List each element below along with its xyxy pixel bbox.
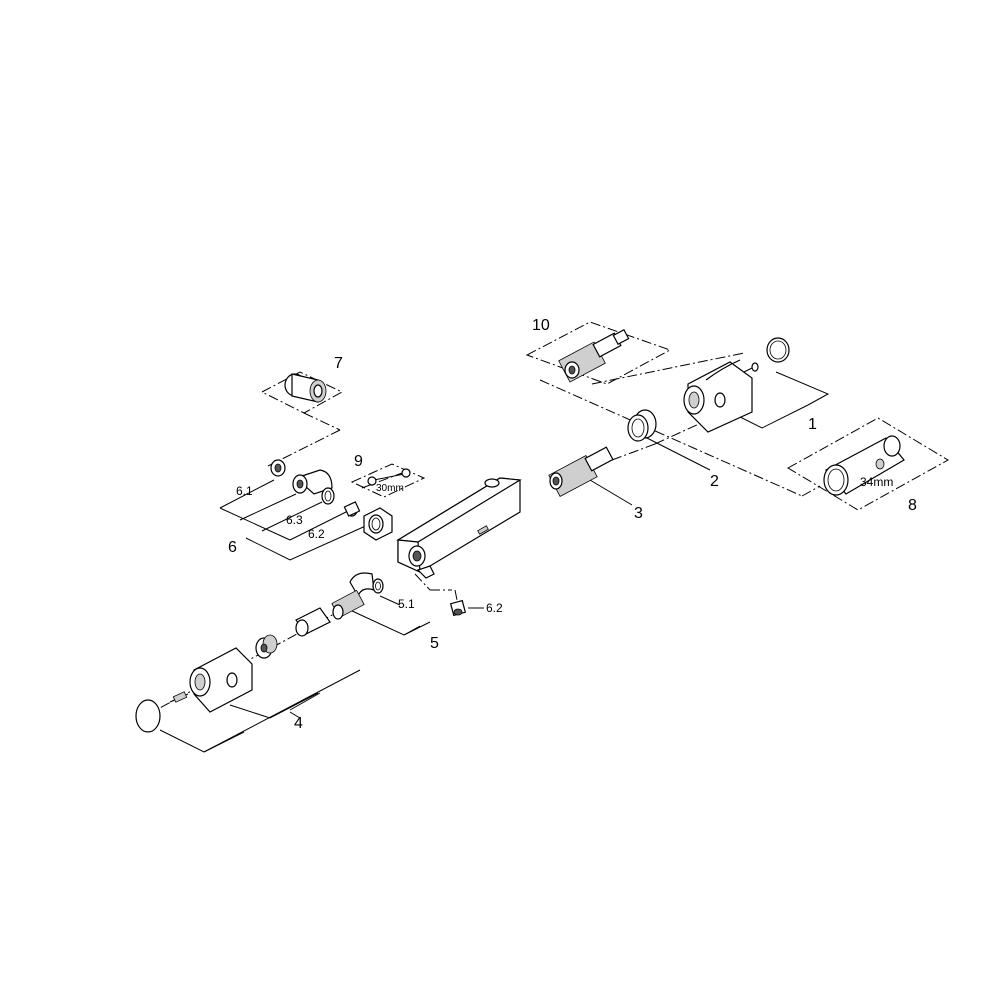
- part-6-elbow: [292, 469, 333, 495]
- part-1-clip: [766, 337, 790, 363]
- part-labels: 7 9 30mm 10 1 2 3 8 34mm 6.1 6.3 6.2 6 5…: [228, 317, 917, 732]
- part-6-1-washer: [270, 459, 286, 477]
- callout-box-7: [260, 371, 344, 414]
- part-8-socket-tool: [823, 435, 905, 496]
- label-1: 1: [808, 416, 817, 433]
- part-5-cartridge: [331, 589, 365, 620]
- leader-lines: [159, 371, 830, 753]
- part-6-nut: [363, 507, 393, 541]
- label-2: 2: [710, 473, 719, 490]
- part-7-cap: [284, 373, 327, 403]
- part-6-2-filter-right: [449, 599, 467, 617]
- part-4-nut: [255, 634, 278, 659]
- label-5: 5: [430, 635, 439, 652]
- socket-size-label: 34mm: [860, 475, 893, 489]
- label-9: 9: [354, 453, 363, 470]
- part-9-wrench: [367, 468, 411, 486]
- thermostat-body: [396, 477, 522, 579]
- part-6-3-oring: [321, 487, 335, 505]
- label-10: 10: [532, 317, 550, 334]
- label-6-2-right: 6.2: [486, 601, 503, 615]
- part-2-ring: [627, 409, 657, 442]
- part-6-2-filter: [343, 501, 361, 517]
- part-3-cartridge: [548, 446, 614, 497]
- label-4: 4: [294, 715, 303, 732]
- callout-box-8: [787, 417, 949, 511]
- part-4-handle: [189, 647, 253, 713]
- label-6-1: 6.1: [236, 484, 253, 498]
- label-6-3: 6.3: [286, 513, 303, 527]
- label-3: 3: [634, 505, 643, 522]
- wrench-size-label: 30mm: [376, 483, 404, 494]
- part-1-screw: [743, 362, 759, 373]
- part-1-handle: [683, 359, 753, 433]
- label-7: 7: [334, 355, 343, 372]
- part-10-cartridge: [558, 328, 630, 383]
- part-4-cap: [135, 699, 161, 733]
- label-5-1: 5.1: [398, 597, 415, 611]
- part-5-1-oring: [372, 578, 384, 594]
- callout-box-9: [350, 463, 426, 498]
- label-8: 8: [908, 497, 917, 514]
- label-6-2: 6.2: [308, 527, 325, 541]
- part-4-spindle: [295, 607, 331, 637]
- part-4-screw: [169, 691, 189, 703]
- label-6: 6: [228, 539, 237, 556]
